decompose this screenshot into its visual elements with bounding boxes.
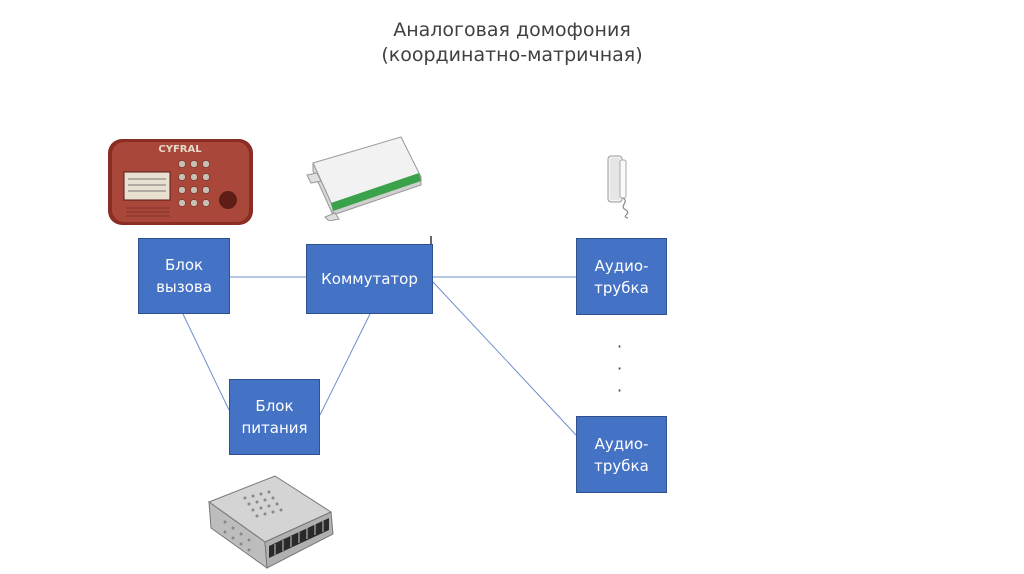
power-unit-label-line-2: питания <box>241 419 308 437</box>
handset-2-label-line-2: трубка <box>594 456 649 475</box>
handset-node-2: Аудио- трубка <box>576 416 667 493</box>
title-line-1: Аналоговая домофония <box>393 19 631 41</box>
power-unit-label-line-1: Блок <box>255 397 294 415</box>
call-unit-label-line-2: вызова <box>156 278 212 296</box>
panel-brand-label: CYFRAL <box>158 144 202 155</box>
ellipsis-dot: · <box>617 381 623 400</box>
switch-node: Коммутатор <box>306 244 433 314</box>
handset-1-label-line-2: трубка <box>594 278 649 297</box>
power-unit-node: Блок питания <box>229 379 320 455</box>
intercom-call-panel-icon: CYFRAL <box>108 139 253 225</box>
call-unit-label-line-1: Блок <box>164 256 204 274</box>
ellipsis-dot: · <box>617 337 623 356</box>
ellipsis-dots: · · · <box>617 336 622 402</box>
ellipsis-dot: · <box>617 359 623 378</box>
link-power-switch <box>319 313 371 416</box>
link-call-power <box>182 313 230 411</box>
handset-node-1: Аудио- трубка <box>576 238 667 315</box>
title-line-2: (координатно-матричная) <box>381 44 643 66</box>
power-supply-icon <box>207 475 334 570</box>
call-unit-node: Блок вызова <box>138 238 230 314</box>
handset-2-label-line-1: Аудио- <box>594 434 649 453</box>
handset-1-label-line-1: Аудио- <box>594 256 649 275</box>
page-title: Аналоговая домофония (координатно-матрич… <box>212 18 812 68</box>
switch-label: Коммутатор <box>321 270 418 288</box>
link-switch-audio2 <box>432 281 577 436</box>
switch-box-icon <box>306 136 422 221</box>
handset-phone-icon <box>607 155 629 219</box>
